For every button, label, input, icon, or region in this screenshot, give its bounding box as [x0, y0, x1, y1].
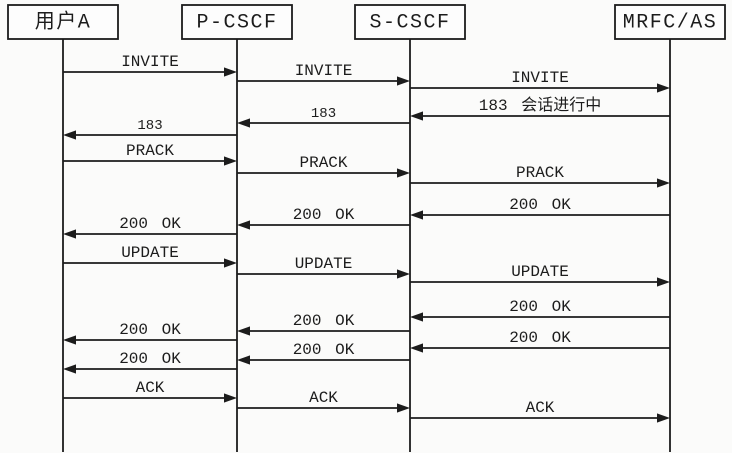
message-label: UPDATE [295, 255, 353, 273]
arrowhead-left-icon [237, 118, 250, 128]
message-label: UPDATE [121, 244, 179, 262]
message-label: 200 OK [293, 341, 355, 359]
arrowhead-left-icon [410, 343, 423, 353]
actor-label: MRFC/AS [623, 12, 718, 35]
message-label: 200 OK [119, 350, 181, 368]
message-label: PRACK [516, 164, 564, 182]
arrowhead-left-icon [410, 210, 423, 220]
message-9: 200 OK [410, 196, 670, 220]
message-label: 200 OK [509, 196, 571, 214]
arrowhead-right-icon [657, 178, 670, 188]
message-3: 183 会话进行中 [410, 96, 670, 121]
message-label: 200 OK [119, 215, 181, 233]
message-label: PRACK [126, 142, 174, 160]
message-1: INVITE [237, 62, 410, 86]
actor-box [7, 4, 119, 40]
arrowhead-right-icon [397, 269, 410, 279]
message-label: 183 [137, 118, 162, 134]
arrowhead-right-icon [657, 83, 670, 93]
message-label: 200 OK [293, 312, 355, 330]
actor-label: S-CSCF [369, 12, 450, 35]
message-12: UPDATE [63, 244, 237, 268]
message-23: ACK [410, 399, 670, 423]
message-18: 200 OK [410, 329, 670, 353]
actor-1: P-CSCF [181, 4, 293, 452]
message-20: 200 OK [63, 350, 237, 374]
message-5: 183 [63, 118, 237, 140]
actor-label: P-CSCF [196, 12, 277, 35]
arrowhead-right-icon [224, 156, 237, 166]
actor-box [354, 4, 466, 40]
message-15: 200 OK [410, 298, 670, 322]
message-label: ACK [309, 389, 338, 407]
message-11: 200 OK [63, 215, 237, 239]
arrowhead-left-icon [63, 364, 76, 374]
message-label: 200 OK [509, 329, 571, 347]
arrowhead-right-icon [224, 393, 237, 403]
message-21: ACK [63, 379, 237, 403]
message-0: INVITE [63, 53, 237, 77]
actor-box [181, 4, 293, 40]
message-8: PRACK [410, 164, 670, 188]
arrowhead-right-icon [657, 413, 670, 423]
arrowhead-left-icon [410, 111, 423, 121]
arrowhead-left-icon [237, 220, 250, 230]
message-label: UPDATE [511, 263, 569, 281]
arrowhead-right-icon [224, 258, 237, 268]
message-label: INVITE [511, 69, 569, 87]
message-label: PRACK [299, 154, 347, 172]
arrowhead-right-icon [397, 403, 410, 413]
message-16: 200 OK [237, 312, 410, 336]
arrowhead-left-icon [237, 326, 250, 336]
message-label: 200 OK [293, 206, 355, 224]
message-label: ACK [136, 379, 165, 397]
actor-2: S-CSCF [354, 4, 466, 452]
message-label: 200 OK [119, 321, 181, 339]
arrowhead-left-icon [63, 335, 76, 345]
message-label: ACK [526, 399, 555, 417]
actor-box [614, 4, 726, 40]
message-label: INVITE [121, 53, 179, 71]
message-label: INVITE [295, 62, 353, 80]
actor-label: 用户A [35, 10, 92, 35]
message-2: INVITE [410, 69, 670, 93]
message-label: 200 OK [509, 298, 571, 316]
arrowhead-left-icon [63, 130, 76, 140]
arrowhead-right-icon [657, 277, 670, 287]
arrowhead-right-icon [397, 76, 410, 86]
message-19: 200 OK [237, 341, 410, 365]
actor-3: MRFC/AS [614, 4, 726, 452]
message-4: 183 [237, 106, 410, 128]
arrowhead-left-icon [410, 312, 423, 322]
arrowhead-left-icon [63, 229, 76, 239]
message-6: PRACK [63, 142, 237, 166]
message-10: 200 OK [237, 206, 410, 230]
actor-0: 用户A [7, 4, 119, 452]
message-label: 183 会话进行中 [479, 96, 601, 115]
message-14: UPDATE [410, 263, 670, 287]
message-label: 183 [311, 106, 336, 122]
arrowhead-right-icon [397, 168, 410, 178]
message-7: PRACK [237, 154, 410, 178]
message-22: ACK [237, 389, 410, 413]
message-13: UPDATE [237, 255, 410, 279]
message-17: 200 OK [63, 321, 237, 345]
arrowhead-right-icon [224, 67, 237, 77]
arrowhead-left-icon [237, 355, 250, 365]
